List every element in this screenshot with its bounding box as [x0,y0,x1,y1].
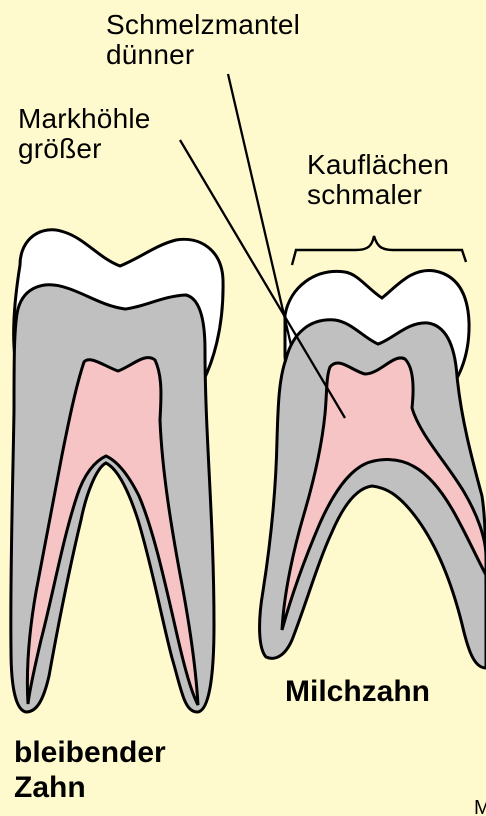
permanent-tooth [11,230,223,712]
enamel-label: Schmelzmantel dünner [106,10,300,69]
pulp-label: Markhöhle größer [18,104,151,163]
occlusal-label: Kauflächen schmaler [307,150,449,209]
corner-mark: M [474,798,486,816]
milk-tooth-label: Milchzahn [285,675,430,710]
permanent-tooth-label: bleibender Zahn [14,736,166,805]
enamel-leader-line [228,74,291,345]
occlusal-bracket [292,236,466,265]
